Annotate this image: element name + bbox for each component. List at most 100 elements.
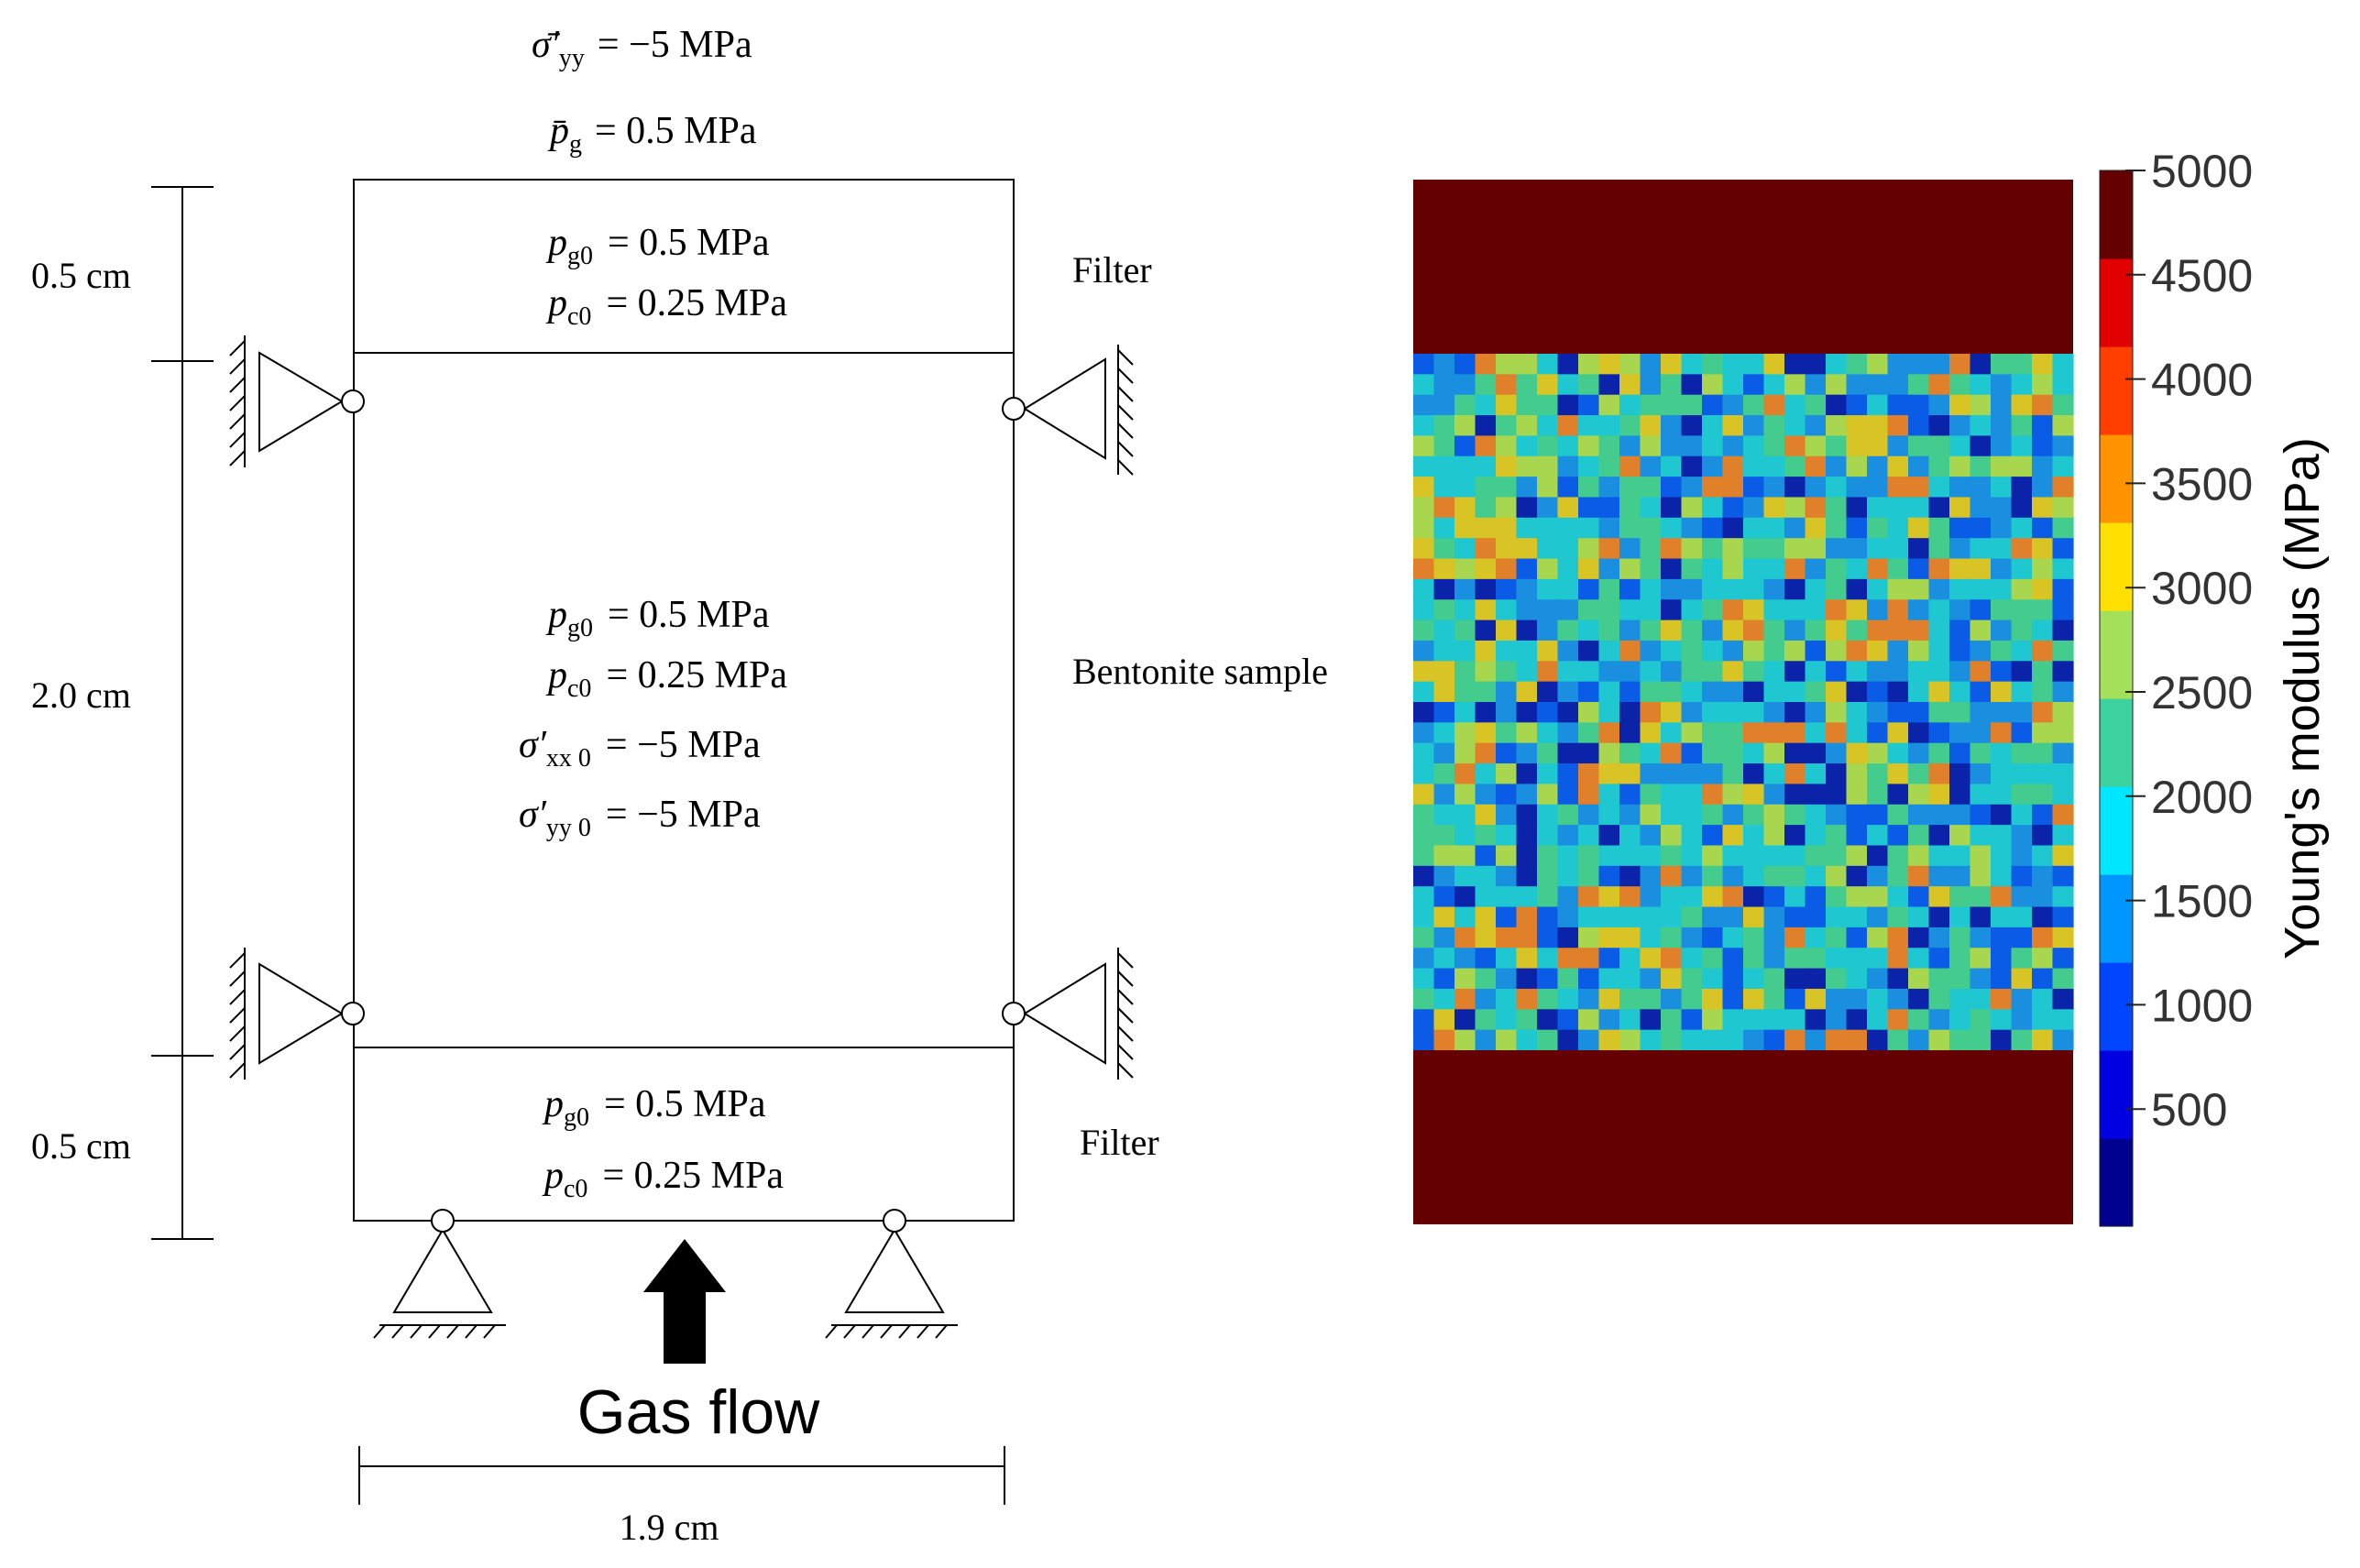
field-cell bbox=[1846, 620, 1868, 641]
field-cell bbox=[1949, 578, 1971, 600]
field-cell bbox=[2032, 702, 2054, 723]
field-cell bbox=[1887, 477, 1909, 499]
field-cell bbox=[1784, 661, 1806, 683]
field-cell bbox=[1661, 865, 1683, 887]
field-cell bbox=[1578, 742, 1600, 764]
field-cell bbox=[1763, 599, 1785, 621]
field-cell bbox=[1496, 968, 1518, 990]
field-cell bbox=[1805, 497, 1827, 519]
field-cell bbox=[1454, 886, 1476, 908]
field-cell bbox=[1640, 886, 1662, 908]
field-cell bbox=[1867, 865, 1889, 887]
field-cell bbox=[1949, 763, 1971, 785]
field-cell bbox=[1846, 517, 1868, 539]
field-cell bbox=[1619, 1029, 1641, 1051]
field-cell bbox=[1846, 640, 1868, 662]
field-cell bbox=[1413, 1029, 1435, 1051]
field-cell bbox=[1619, 804, 1641, 826]
colorbar-tick-label: 4000 bbox=[2151, 355, 2253, 406]
field-cell bbox=[1702, 1009, 1724, 1031]
field-cell bbox=[1970, 1029, 1992, 1051]
field-cell bbox=[1433, 415, 1455, 437]
field-cell bbox=[1949, 661, 1971, 683]
vertical-dimension bbox=[151, 186, 214, 1240]
field-cell bbox=[1949, 825, 1971, 847]
field-cell bbox=[1433, 538, 1455, 560]
field-cell bbox=[1928, 906, 1950, 928]
field-cell bbox=[1867, 722, 1889, 744]
field-cell bbox=[1970, 988, 1992, 1010]
field-cell bbox=[1784, 415, 1806, 437]
top-filter-pc0: pc0= 0.25 MPa bbox=[545, 282, 787, 331]
field-cell bbox=[1557, 845, 1579, 867]
field-cell bbox=[1475, 948, 1497, 970]
field-cell bbox=[1784, 784, 1806, 806]
field-cell bbox=[2032, 681, 2054, 703]
field-cell bbox=[1537, 538, 1559, 560]
field-cell bbox=[1928, 599, 1950, 621]
field-cell bbox=[1578, 722, 1600, 744]
field-cell bbox=[1702, 681, 1724, 703]
field-cell bbox=[1908, 455, 1930, 477]
field-cell bbox=[1743, 1029, 1765, 1051]
field-cell bbox=[1681, 886, 1703, 908]
field-cell bbox=[1763, 845, 1785, 867]
field-cell bbox=[1763, 1009, 1785, 1031]
field-cell bbox=[1619, 845, 1641, 867]
field-cell bbox=[1557, 374, 1579, 396]
field-cell bbox=[1908, 394, 1930, 416]
field-cell bbox=[1681, 865, 1703, 887]
field-cell bbox=[1743, 988, 1765, 1010]
field-cell bbox=[1805, 886, 1827, 908]
field-cell bbox=[1578, 1029, 1600, 1051]
field-cell bbox=[1743, 354, 1765, 375]
field-cell bbox=[1908, 784, 1930, 806]
field-cell bbox=[1598, 517, 1620, 539]
field-cell bbox=[1805, 415, 1827, 437]
field-cell bbox=[1763, 742, 1785, 764]
field-cell bbox=[2032, 927, 2054, 948]
field-cell bbox=[1805, 927, 1827, 948]
field-cell bbox=[1763, 497, 1785, 519]
field-cell bbox=[1475, 1029, 1497, 1051]
field-cell bbox=[1743, 886, 1765, 908]
field-cell bbox=[1743, 722, 1765, 744]
field-cell bbox=[1908, 640, 1930, 662]
field-cell bbox=[2011, 763, 2033, 785]
field-cell bbox=[1537, 455, 1559, 477]
field-cell bbox=[1598, 804, 1620, 826]
field-cell bbox=[1516, 477, 1538, 499]
field-cell bbox=[1640, 988, 1662, 1010]
field-cell bbox=[1516, 865, 1538, 887]
field-cell bbox=[1928, 620, 1950, 641]
field-cell bbox=[1867, 517, 1889, 539]
field-cell bbox=[1784, 455, 1806, 477]
field-cell bbox=[1928, 538, 1950, 560]
field-cell bbox=[1908, 497, 1930, 519]
field-cell bbox=[1826, 1029, 1848, 1051]
field-cell bbox=[1949, 477, 1971, 499]
field-cell bbox=[1681, 906, 1703, 928]
field-cell bbox=[2011, 477, 2033, 499]
field-cell bbox=[1784, 906, 1806, 928]
field-cell bbox=[1454, 722, 1476, 744]
field-cell bbox=[1826, 722, 1848, 744]
field-cell bbox=[1743, 497, 1765, 519]
field-cell bbox=[1598, 722, 1620, 744]
field-cell bbox=[2052, 702, 2074, 723]
field-cell bbox=[1867, 599, 1889, 621]
field-cell bbox=[1433, 455, 1455, 477]
field-cell bbox=[2052, 742, 2074, 764]
field-cell bbox=[1475, 517, 1497, 539]
field-cell bbox=[1702, 1029, 1724, 1051]
field-cell bbox=[2011, 742, 2033, 764]
field-cell bbox=[1661, 599, 1683, 621]
field-cell bbox=[1557, 742, 1579, 764]
field-cell bbox=[1949, 415, 1971, 437]
field-cell bbox=[1867, 1009, 1889, 1031]
field-cell bbox=[1537, 620, 1559, 641]
field-cell bbox=[1928, 354, 1950, 375]
field-cell bbox=[1454, 742, 1476, 764]
field-cell bbox=[1516, 435, 1538, 457]
field-cell bbox=[1598, 497, 1620, 519]
